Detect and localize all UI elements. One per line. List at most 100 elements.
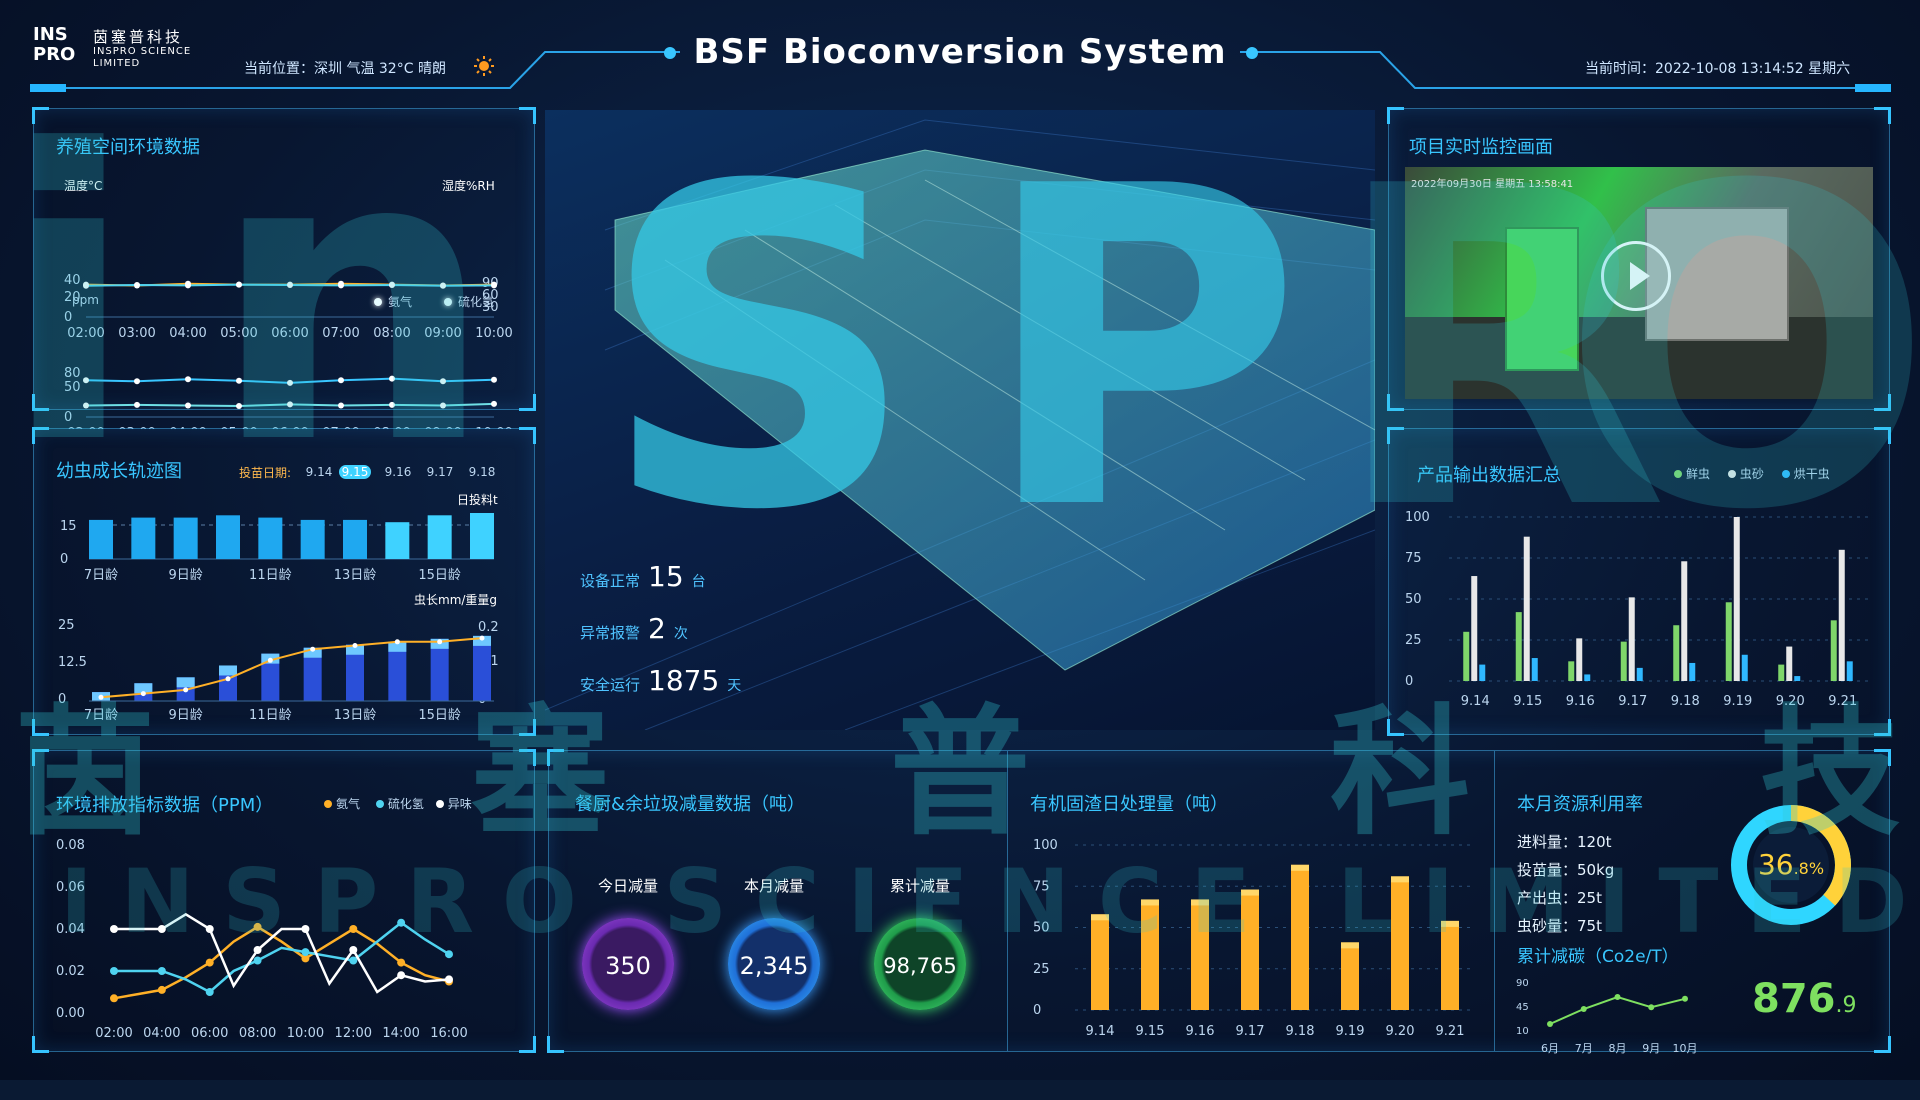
length-bar — [473, 635, 491, 701]
monitor-panel: 项目实时监控画面 2022年09月30日 星期五 13:58:41 — [1387, 107, 1891, 411]
time-tick: 09:00 — [424, 326, 461, 341]
size-axis-label: 虫长mm/重量g — [414, 593, 498, 607]
donut-fill — [1731, 805, 1851, 925]
gas-point — [185, 376, 191, 383]
logo-mark-bottom: PRO — [33, 44, 76, 65]
time-tick: 02:00 — [67, 426, 104, 429]
logo-cn: 茵塞普科技 — [93, 28, 184, 46]
carbon-y-tick: 90 — [1516, 978, 1529, 989]
product-bar-1 — [1681, 561, 1688, 681]
carbon-point — [1614, 994, 1621, 1000]
greenhouse-3d-view[interactable] — [544, 110, 1376, 731]
emission-y-tick: 0.04 — [56, 922, 85, 937]
date-tab[interactable]: 9.17 — [426, 465, 454, 479]
gas-point — [338, 377, 344, 384]
residue-bar — [1091, 914, 1109, 1010]
time-tick: 07:00 — [322, 426, 359, 429]
age-tick: 9日龄 — [169, 708, 203, 723]
utilization-rate: 36.8% — [1726, 848, 1856, 881]
length-bar — [261, 653, 280, 701]
time-tick: 07:00 — [322, 326, 359, 341]
emission-point — [157, 967, 166, 975]
emission-y-tick: 0.02 — [56, 964, 85, 979]
data-point — [440, 282, 446, 289]
sand-amount: 虫砂量：75t — [1517, 917, 1602, 935]
length-bar — [346, 644, 364, 701]
logo-en-line2: LIMITED — [93, 58, 141, 69]
emission-x-tick: 12:00 — [335, 1026, 372, 1041]
residue-x-tick: 9.15 — [1136, 1024, 1165, 1039]
product-y-tick: 50 — [1405, 592, 1422, 607]
emission-point — [349, 956, 358, 965]
resource-stats: 进料量：120t 投苗量：50kg 产出虫：25t 虫砂量：75t — [1517, 828, 1614, 940]
length-bar-cap — [176, 677, 195, 688]
weight-point — [352, 643, 358, 648]
product-bar-2 — [1636, 667, 1643, 681]
floor — [1405, 317, 1873, 399]
residue-bar — [1441, 920, 1459, 1010]
feed-bar — [470, 513, 494, 559]
gas-unit-label: ppm — [72, 293, 99, 307]
seed-amount: 投苗量：50kg — [1517, 861, 1615, 879]
product-bar-1 — [1786, 646, 1793, 681]
emission-point — [110, 967, 118, 975]
legend-dot — [444, 298, 452, 306]
feed-bar — [131, 517, 156, 559]
carbon-x-tick: 9月 — [1642, 1042, 1660, 1055]
growth-chart[interactable]: 1507日龄9日龄11日龄13日龄15日龄2512.500.20.107日龄9日… — [34, 429, 534, 734]
feed-bar — [258, 517, 283, 559]
emission-point — [349, 925, 358, 933]
time-tick: 10:00 — [475, 426, 512, 429]
residue-bar-cap — [1191, 899, 1209, 906]
length-bar — [388, 641, 407, 701]
weight-point — [98, 694, 104, 700]
total-ring: 98,765 — [874, 918, 966, 1010]
data-point — [287, 282, 293, 288]
data-point — [236, 281, 242, 288]
date-tab[interactable]: 9.14 — [305, 465, 333, 479]
emission-point — [253, 922, 262, 931]
product-bar-0 — [1830, 620, 1837, 681]
legend-dot-dried — [1781, 470, 1790, 478]
residue-bar — [1141, 899, 1159, 1010]
legend-ammonia-label: 氨气 — [388, 295, 413, 309]
residue-x-tick: 9.17 — [1236, 1024, 1265, 1039]
length-bar-cap — [473, 635, 491, 646]
product-bar-2 — [1689, 662, 1696, 681]
residue-bar-cap — [1291, 864, 1309, 871]
time-tick: 05:00 — [220, 426, 257, 429]
gas-tick: 80 — [64, 366, 81, 381]
date-tab-active[interactable]: 9.15 — [339, 465, 371, 479]
residue-bar-cap — [1391, 876, 1409, 883]
stat-devices-unit: 台 — [691, 574, 706, 590]
length-bar — [430, 638, 449, 701]
date-tab[interactable]: 9.18 — [468, 465, 496, 479]
length-bar-cap — [303, 647, 322, 658]
date-tab[interactable]: 9.16 — [384, 465, 412, 479]
residue-y-tick: 25 — [1033, 962, 1050, 977]
product-x-tick: 9.14 — [1461, 694, 1490, 709]
play-button[interactable] — [1601, 241, 1671, 311]
length-bar-cap — [219, 665, 237, 676]
location-weather: 当前位置：深圳 气温 32°C 晴朗 — [244, 61, 446, 77]
weight-point — [394, 639, 400, 645]
growth-panel-title: 幼虫成长轨迹图 — [56, 461, 182, 482]
temp-tick: 40 — [64, 273, 81, 288]
stat-safe-unit: 天 — [727, 678, 742, 694]
product-bar-1 — [1576, 638, 1583, 681]
weight-tick: 0.2 — [478, 620, 499, 635]
time-tick: 04:00 — [169, 326, 206, 341]
residue-panel-title: 有机固渣日处理量（吨） — [1030, 794, 1228, 815]
residue-y-tick: 75 — [1033, 879, 1050, 894]
logo[interactable]: INS PRO 茵塞普科技 INSPRO SCIENCE LIMITED — [33, 24, 213, 72]
donut-center — [1753, 827, 1829, 903]
residue-bar — [1291, 864, 1309, 1010]
emission-point — [397, 958, 406, 967]
age-tick: 13日龄 — [334, 568, 377, 583]
